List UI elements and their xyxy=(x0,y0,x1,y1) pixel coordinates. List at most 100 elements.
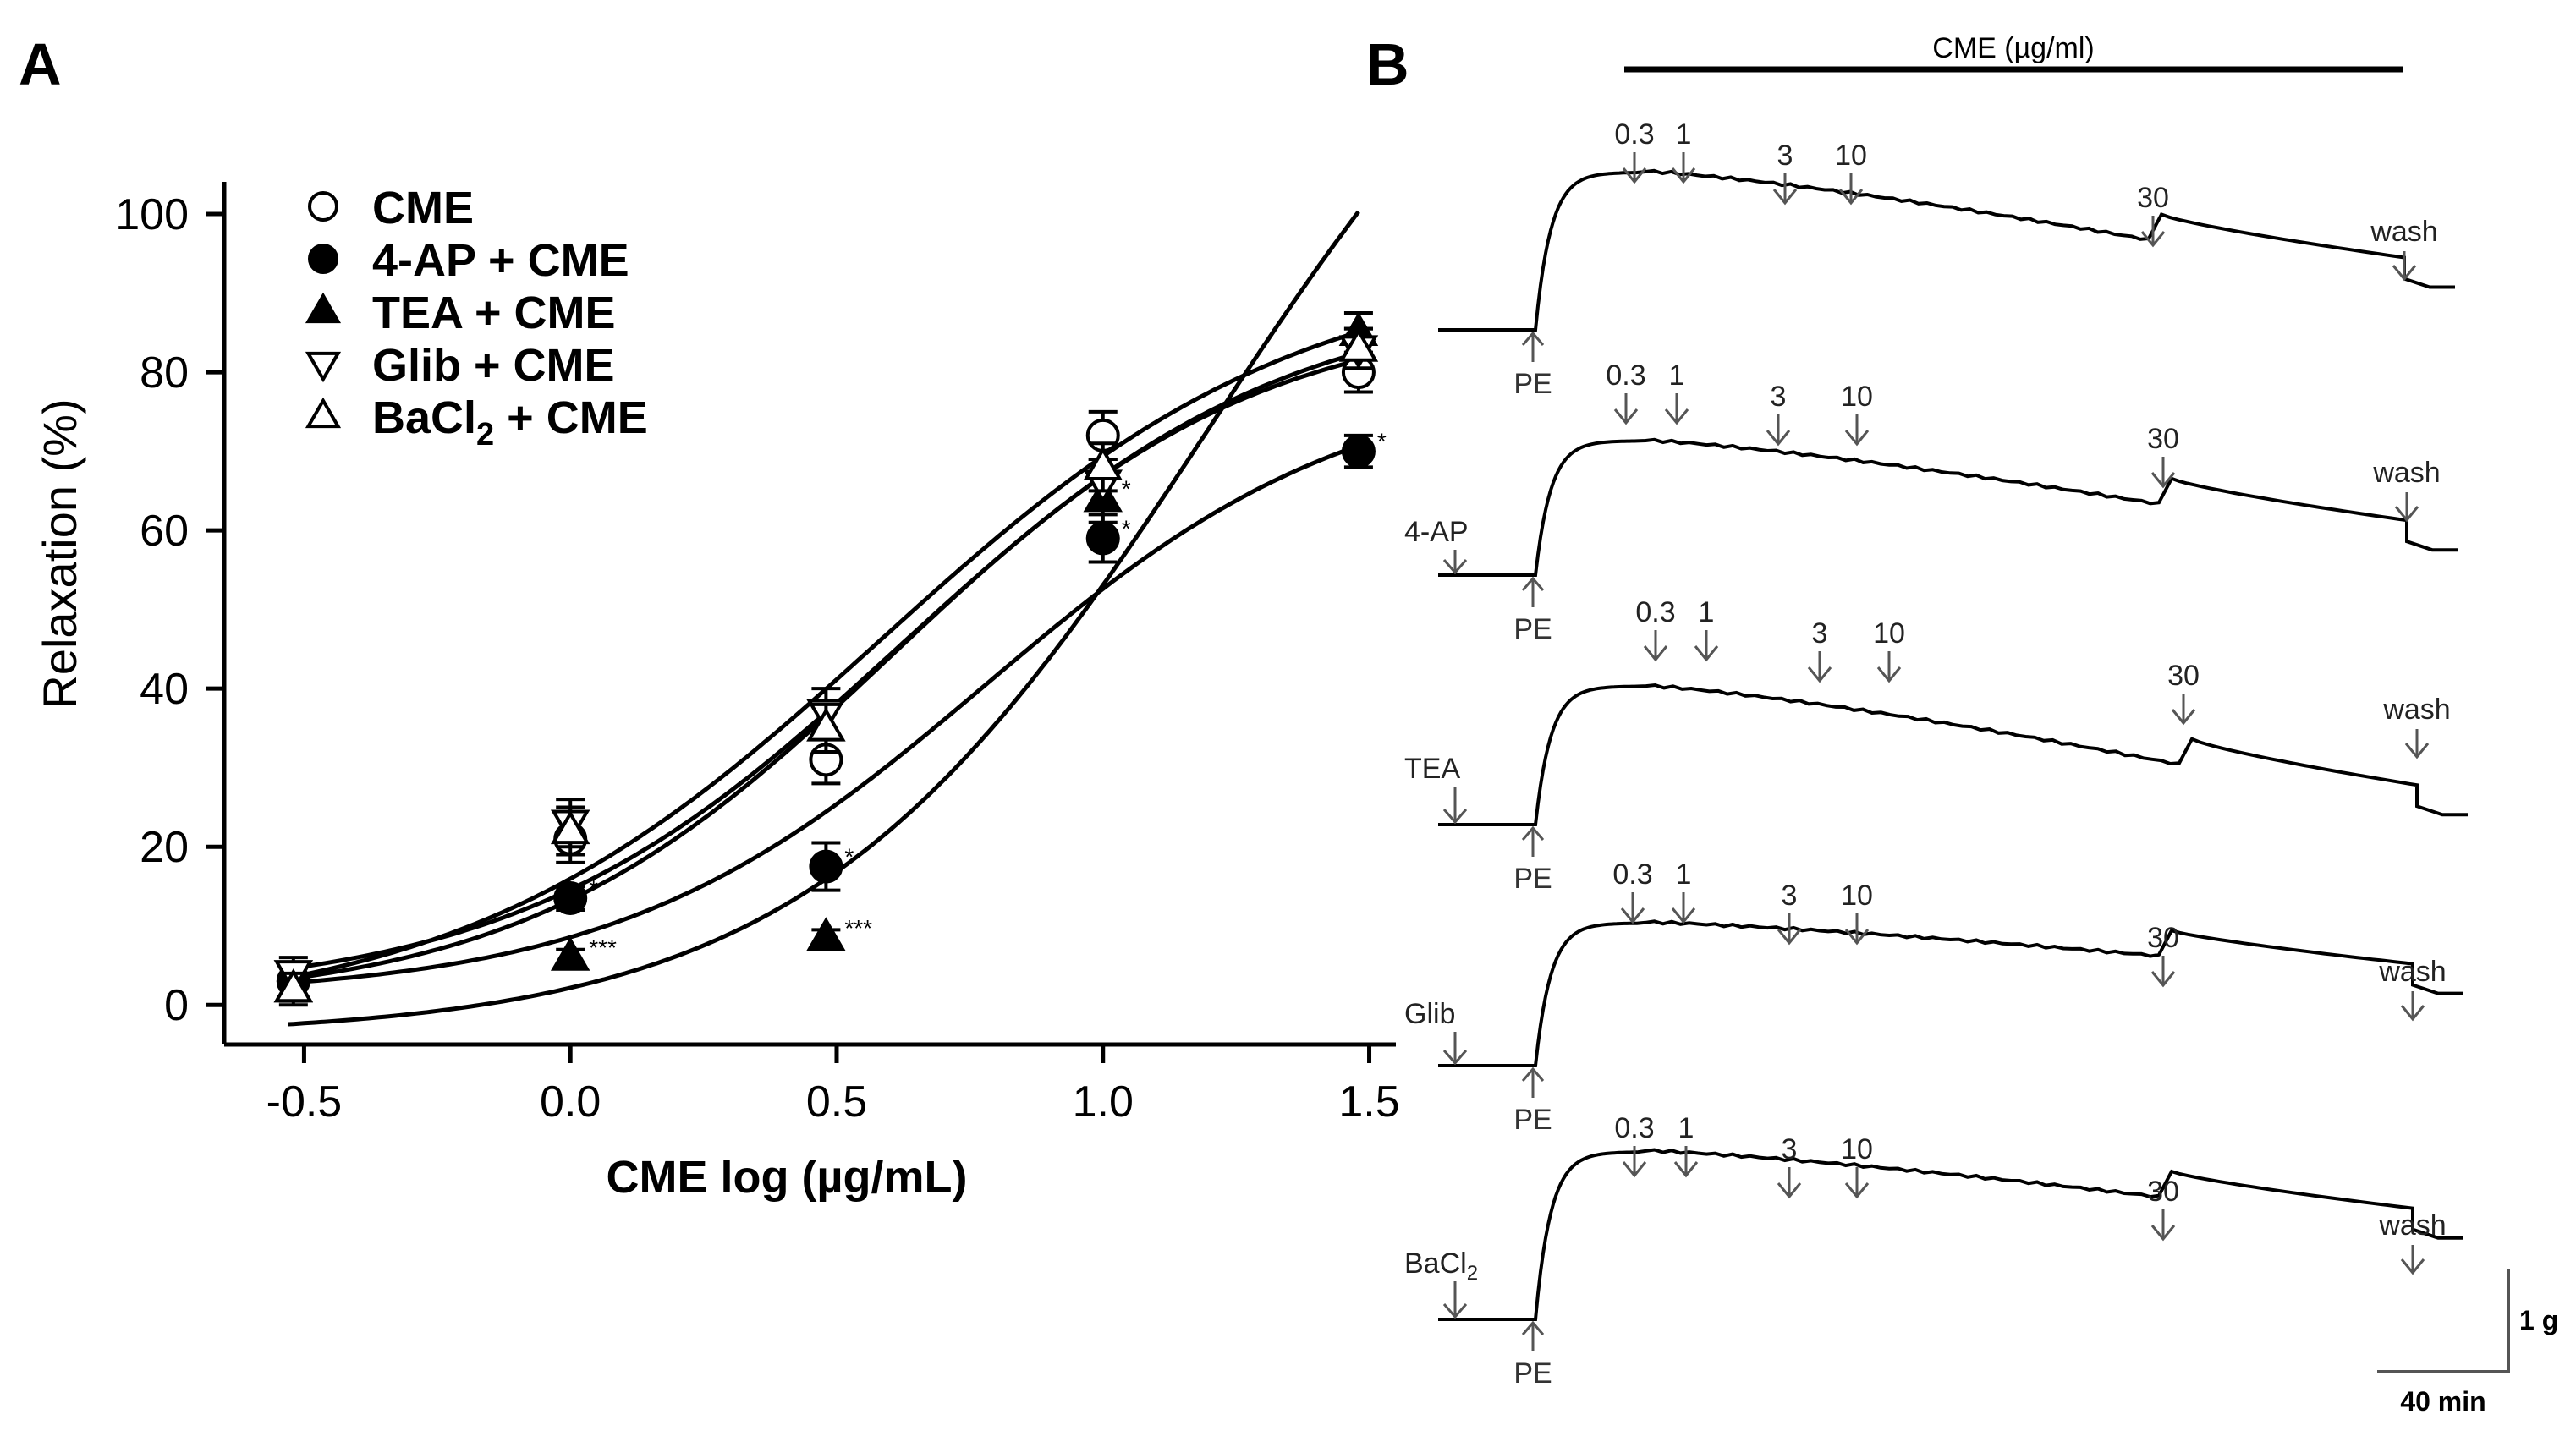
data-marker xyxy=(273,968,314,1003)
dose-arrowhead xyxy=(1844,430,1870,447)
trace-line xyxy=(1438,1148,2463,1321)
dose-marker: 30 xyxy=(2167,660,2200,726)
dose-arrowhead xyxy=(1613,408,1639,425)
dose-marker: 3 xyxy=(1772,140,1798,206)
dose-marker: 10 xyxy=(1841,880,1873,946)
dose-arrowhead xyxy=(1643,645,1668,662)
y-tick-label: 100 xyxy=(115,190,189,239)
panel-label-b: B xyxy=(1366,31,1409,97)
wash-arrowhead xyxy=(2400,1005,2425,1022)
dose-marker: 3 xyxy=(1777,1133,1802,1199)
dose-arrowhead xyxy=(1694,645,1719,662)
data-marker xyxy=(550,936,590,971)
dose-marker: 0.3 xyxy=(1606,359,1646,425)
legend-item: Glib + CME xyxy=(305,340,615,391)
dose-label: 10 xyxy=(1841,381,1873,413)
data-marker xyxy=(305,351,342,383)
wash-label: wash xyxy=(2378,956,2446,988)
dose-arrowhead xyxy=(1671,167,1696,184)
dose-label: 30 xyxy=(2147,423,2179,455)
pe-marker: PE xyxy=(1513,825,1552,895)
dose-arrowhead xyxy=(1876,666,1902,683)
pe-label: PE xyxy=(1513,368,1552,400)
data-marker xyxy=(1085,521,1120,556)
legend-item: TEA + CME xyxy=(305,288,616,338)
wash-label: wash xyxy=(2382,694,2450,726)
data-marker xyxy=(1341,434,1376,469)
data-points: *********** xyxy=(273,310,1387,1007)
wash-label: wash xyxy=(2372,457,2440,489)
dose-label: 1 xyxy=(1676,118,1692,151)
dose-marker: 10 xyxy=(1841,1133,1873,1199)
dose-marker: 1 xyxy=(1664,359,1689,425)
legend-label: 4-AP + CME xyxy=(372,235,629,286)
data-marker xyxy=(308,191,338,222)
dose-arrowhead xyxy=(2150,1225,2176,1242)
dose-arrowhead xyxy=(1766,430,1791,447)
x-tick-label: 0.5 xyxy=(806,1077,867,1127)
x-tick-label: 1.0 xyxy=(1073,1077,1134,1127)
dose-label: 3 xyxy=(1777,140,1793,172)
data-marker xyxy=(809,849,843,884)
pe-label: PE xyxy=(1513,613,1552,645)
dose-arrowhead xyxy=(1844,1182,1870,1199)
pe-marker: PE xyxy=(1513,331,1552,400)
dose-marker: 3 xyxy=(1807,617,1832,683)
dose-label: 1 xyxy=(1676,858,1692,891)
x-tick-label: 0.0 xyxy=(540,1077,601,1127)
significance-label: *** xyxy=(589,935,617,961)
dose-arrowhead xyxy=(1772,189,1798,206)
blocker-arrowhead xyxy=(1442,1303,1468,1319)
x-tick-label: -0.5 xyxy=(266,1077,343,1127)
dose-marker: 3 xyxy=(1777,880,1802,946)
dose-arrowhead xyxy=(1671,907,1696,924)
trace-line xyxy=(1438,168,2455,332)
cme-bar-label: CME (µg/ml) xyxy=(1932,32,2094,64)
dose-marker: 0.3 xyxy=(1612,858,1653,924)
blocker-arrowhead xyxy=(1442,809,1468,825)
dose-marker: 30 xyxy=(2147,1176,2179,1242)
data-marker xyxy=(553,880,588,915)
dose-marker: 30 xyxy=(2147,423,2179,489)
scale-bar-y-label: 1 g xyxy=(2519,1305,2558,1335)
dose-label: 0.3 xyxy=(1612,858,1652,891)
wash-arrowhead xyxy=(2404,743,2430,759)
dose-label: 3 xyxy=(1782,1133,1798,1165)
data-marker xyxy=(305,397,342,429)
dose-label: 10 xyxy=(1873,617,1905,650)
y-tick-label: 20 xyxy=(140,823,189,872)
dose-arrowhead xyxy=(2150,472,2176,489)
pe-label: PE xyxy=(1513,1104,1552,1136)
legend-label: BaCl2 + CME xyxy=(372,392,648,452)
significance-label: * xyxy=(1122,476,1131,502)
pe-arrowhead xyxy=(1521,1320,1545,1335)
dose-label: 10 xyxy=(1841,880,1873,912)
y-tick-label: 0 xyxy=(164,981,189,1030)
data-marker xyxy=(806,707,846,742)
dose-label: 10 xyxy=(1835,140,1867,172)
fit-curve xyxy=(288,443,1359,985)
dose-label: 0.3 xyxy=(1606,359,1645,392)
wash-label: wash xyxy=(2378,1209,2446,1242)
dose-marker: 1 xyxy=(1671,118,1696,184)
pe-arrowhead xyxy=(1521,331,1545,346)
blocker-label: BaCl2 xyxy=(1404,1247,1478,1285)
dose-marker: 3 xyxy=(1766,381,1791,447)
pe-marker: PE xyxy=(1513,1066,1552,1136)
data-marker xyxy=(1338,327,1379,362)
legend-label: TEA + CME xyxy=(372,288,616,338)
fit-curve xyxy=(288,330,1359,980)
blocker-arrowhead xyxy=(1442,559,1468,575)
legend-item: 4-AP + CME xyxy=(308,235,629,286)
blocker-marker: BaCl2 xyxy=(1404,1247,1478,1319)
dose-label: 30 xyxy=(2147,1176,2179,1208)
data-marker xyxy=(550,809,590,845)
wash-marker: wash xyxy=(2370,216,2438,282)
blocker-label: 4-AP xyxy=(1404,516,1469,548)
